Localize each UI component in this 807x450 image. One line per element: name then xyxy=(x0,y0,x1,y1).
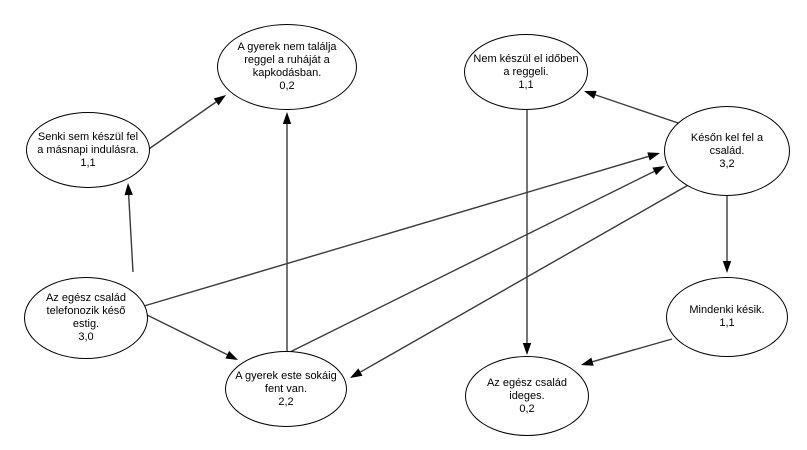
node-label-line: család. xyxy=(709,144,745,157)
arrowhead-everyone-late-to-family-upset xyxy=(581,357,594,366)
node-value: 2,2 xyxy=(278,395,294,408)
edge-family-phones-late-to-family-wakes-late xyxy=(143,155,649,307)
node-label-line: Az egész család xyxy=(45,292,127,304)
node-value: 1,1 xyxy=(719,317,735,329)
arrowhead-family-phones-late-to-child-up-late xyxy=(225,350,238,360)
node-value: 3,2 xyxy=(719,157,735,170)
node-label-line: Senki sem készül fel xyxy=(37,130,139,143)
arrowhead-family-wakes-late-to-breakfast-not-ready xyxy=(584,90,597,99)
edge-family-wakes-late-to-child-up-late xyxy=(360,183,691,373)
edge-nobody-prepares-to-child-cannot-find-clothes xyxy=(145,101,217,152)
node-label-line: Mindenki késik. xyxy=(689,304,765,316)
node-family-phones-late: Az egész család telefonozik késő estig. … xyxy=(24,277,148,359)
arrowhead-family-wakes-late-to-everyone-late xyxy=(722,261,732,273)
node-value: 1,1 xyxy=(80,156,96,169)
node-label-line: A gyerek nem találja xyxy=(237,41,337,53)
node-label-line: fent van. xyxy=(264,382,308,395)
node-family-upset: Az egész család ideges. 0,2 xyxy=(465,356,589,436)
node-value: 0,2 xyxy=(519,402,535,415)
node-child-up-late: A gyerek este sokáig fent van. 2,2 xyxy=(225,351,347,427)
node-value: 3,0 xyxy=(78,331,94,343)
edge-family-wakes-late-to-breakfast-not-ready xyxy=(595,94,685,126)
node-label-line: Nem készül el időben xyxy=(473,52,579,65)
node-child-cannot-find-clothes: A gyerek nem találja reggel a ruháját a … xyxy=(217,24,357,110)
arrowhead-child-up-late-to-family-wakes-late xyxy=(652,166,665,176)
node-label-line: ideges. xyxy=(509,389,545,402)
node-label-line: a reggeli. xyxy=(503,65,549,78)
node-label-line: reggel a ruháját a xyxy=(244,54,330,66)
node-breakfast-not-ready: Nem készül el időben a reggeli. 1,1 xyxy=(464,34,588,110)
arrowhead-child-up-late-to-child-cannot-find-clothes xyxy=(282,112,292,124)
node-label-line: kapkodásban. xyxy=(252,67,322,79)
arrowhead-breakfast-not-ready-to-family-upset xyxy=(522,343,532,355)
arrowhead-nobody-prepares-to-child-cannot-find-clothes xyxy=(213,95,226,106)
node-value: 0,2 xyxy=(279,80,295,92)
node-label-line: Későn kel fel a xyxy=(690,131,764,144)
node-label-line: A gyerek este sokáig xyxy=(235,369,337,382)
edge-family-phones-late-to-child-up-late xyxy=(142,312,228,356)
edge-child-up-late-to-family-wakes-late xyxy=(289,170,655,353)
edge-everyone-late-to-family-upset xyxy=(592,338,673,363)
node-label-line: telefonozik késő xyxy=(46,305,126,317)
node-label-line: estig. xyxy=(72,318,100,330)
arrowhead-family-phones-late-to-family-wakes-late xyxy=(647,152,660,161)
arrowhead-family-wakes-late-to-child-up-late xyxy=(350,368,363,378)
node-everyone-late: Mindenki késik. 1,1 xyxy=(666,277,788,357)
node-label-line: a másnapi indulásra. xyxy=(37,143,139,156)
node-family-wakes-late: Későn kel fel a család. 3,2 xyxy=(664,106,790,196)
node-nobody-prepares: Senki sem készül fel a másnapi indulásra… xyxy=(26,112,150,188)
node-value: 1,1 xyxy=(518,78,534,91)
node-label-line: Az egész család xyxy=(486,376,568,389)
edge-family-phones-late-to-nobody-prepares xyxy=(127,194,134,273)
arrowhead-family-phones-late-to-nobody-prepares xyxy=(124,183,133,196)
